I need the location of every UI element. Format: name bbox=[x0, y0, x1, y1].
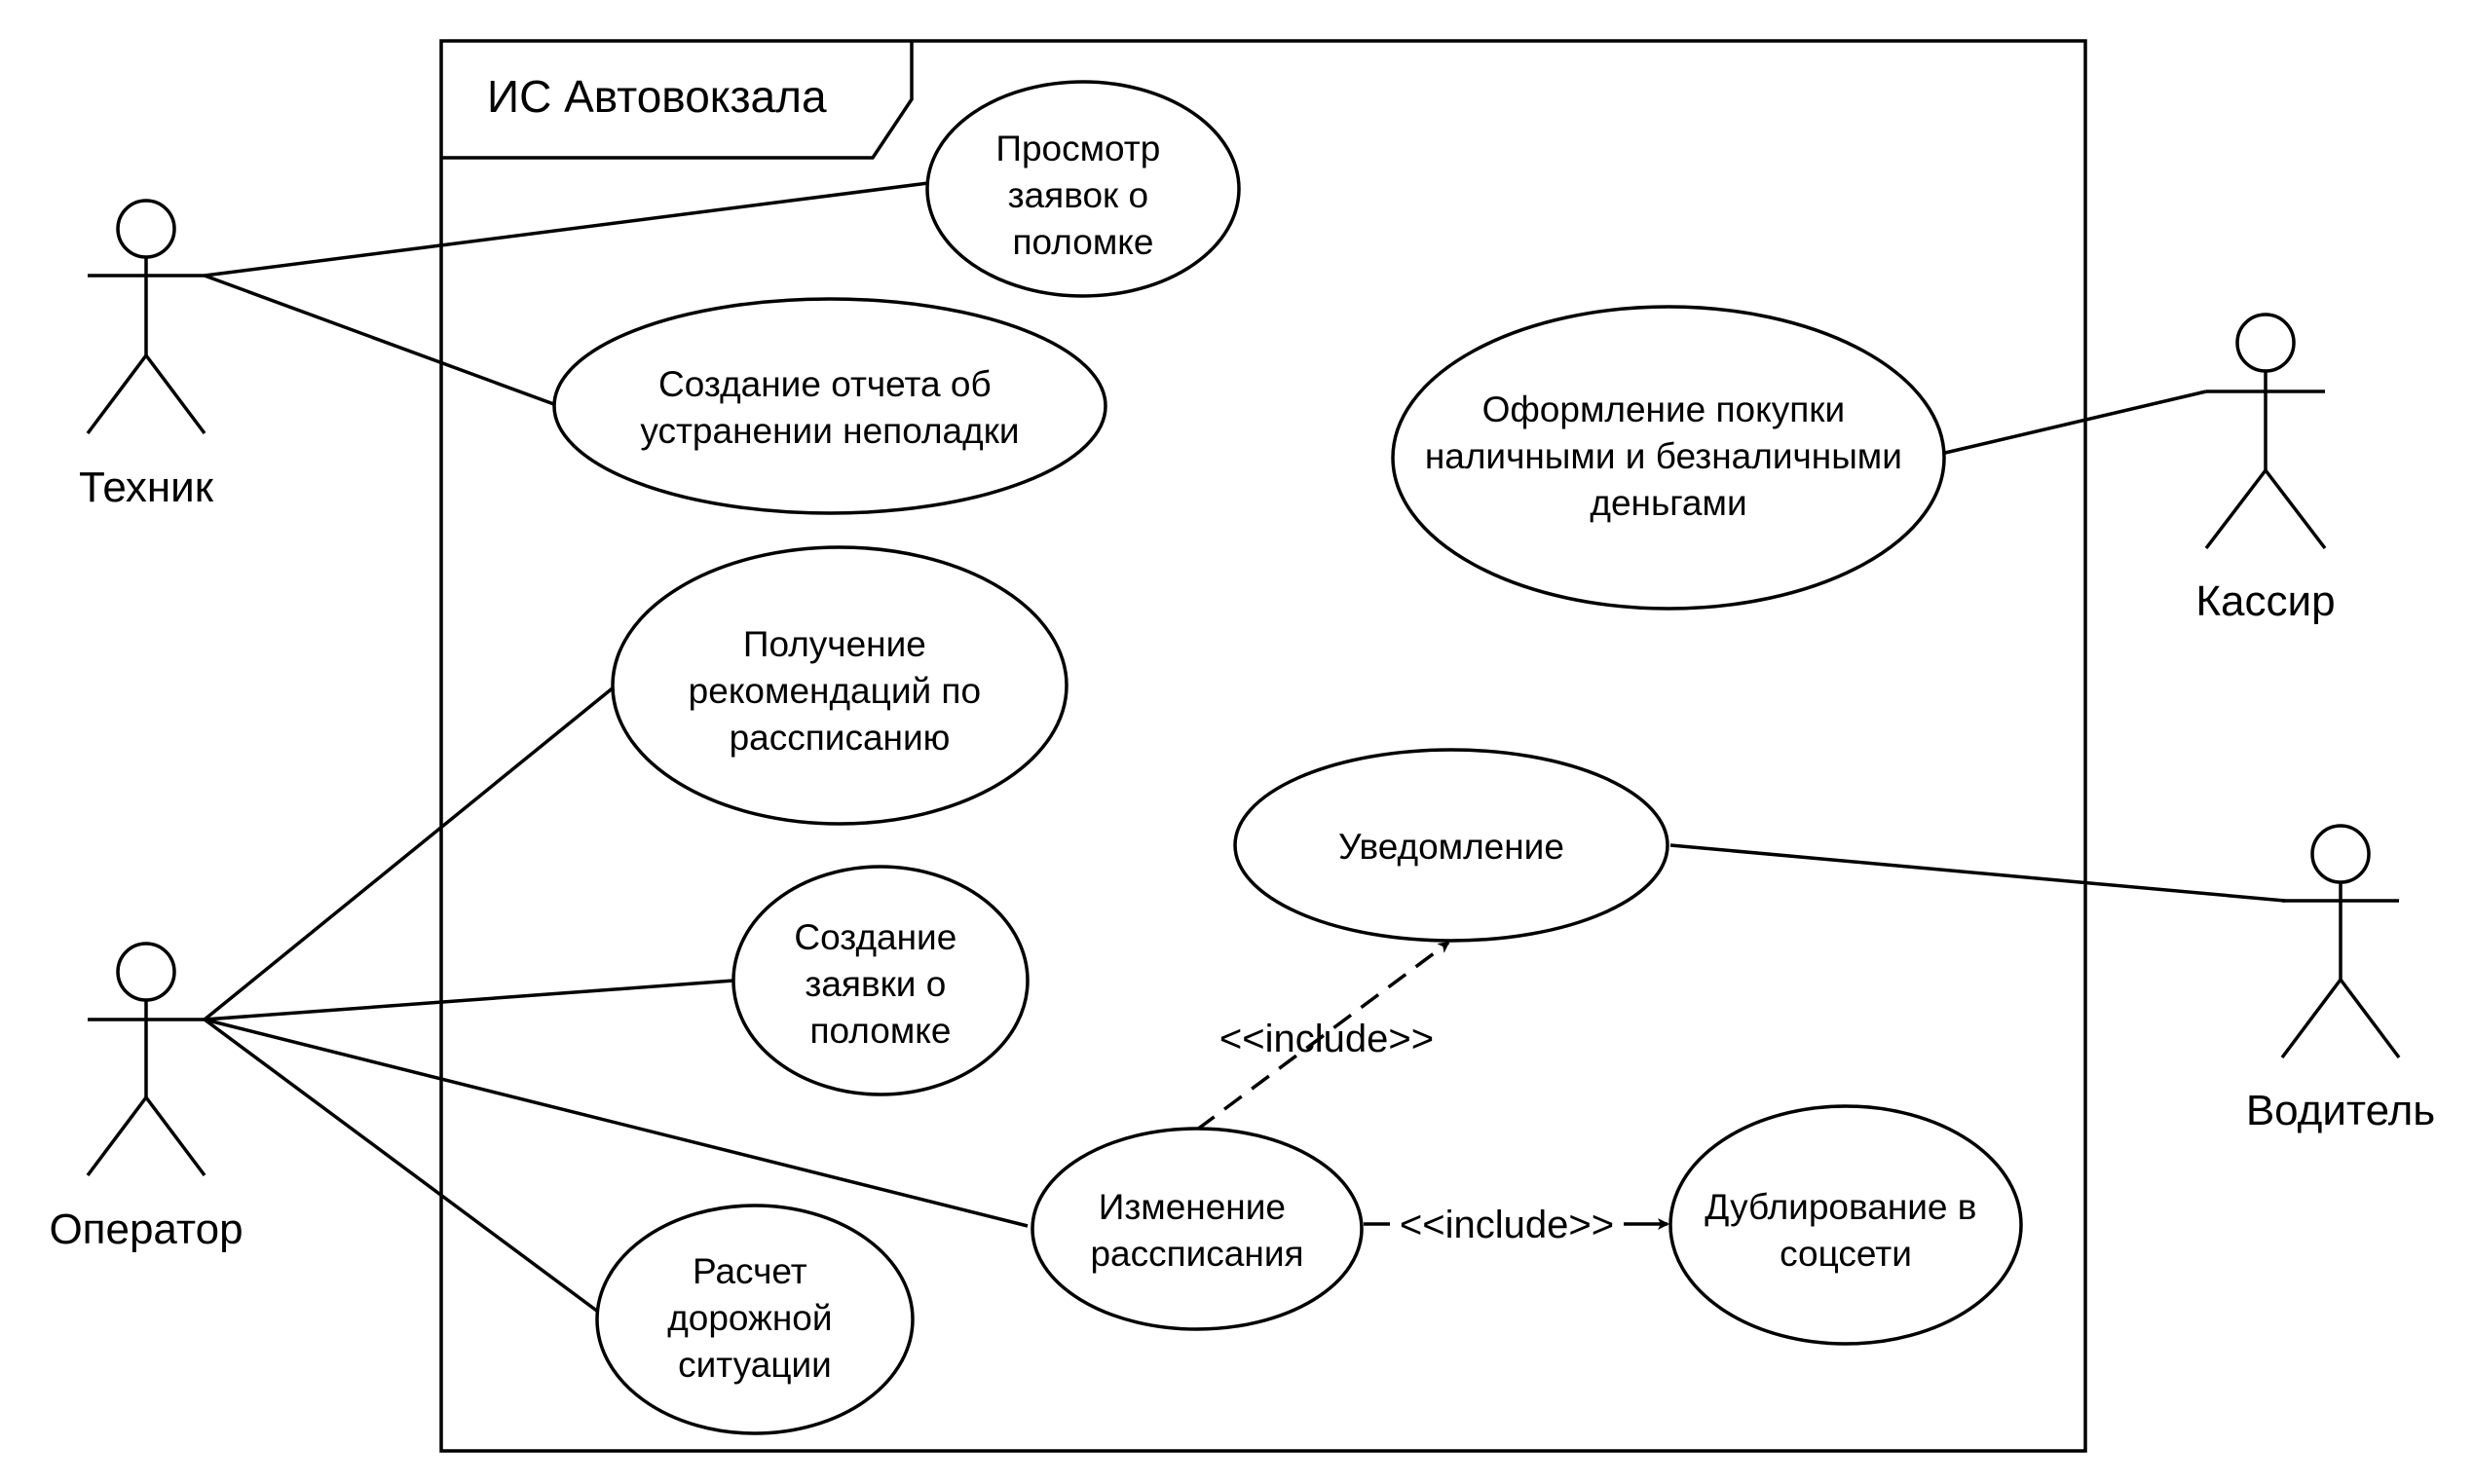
use-case-purchase: Оформление покупки наличными и безналичн… bbox=[1391, 305, 1946, 611]
include-relations: <<include>> <<include>> bbox=[1195, 941, 1669, 1246]
use-case-ellipse bbox=[1031, 1127, 1364, 1331]
system-boundary: ИС Автовокзала bbox=[439, 39, 2087, 1453]
use-case-ellipse bbox=[731, 865, 1030, 1096]
use-case-label: Уведомление bbox=[1338, 827, 1564, 867]
association-tech-view-requests bbox=[204, 181, 929, 278]
use-case-recommendations: Получение рекомендаций по рассписанию bbox=[611, 545, 1068, 826]
stick-figure-icon bbox=[2204, 313, 2327, 550]
associations bbox=[203, 181, 2286, 1314]
use-case-ellipse bbox=[1233, 748, 1669, 943]
use-case-view-requests: Просмотр заявок о поломке bbox=[925, 80, 1241, 298]
include-label-duplicate: <<include>> bbox=[1400, 1204, 1614, 1246]
use-case-label: Расчет дорожной ситуации bbox=[667, 1251, 843, 1385]
use-case-label: Создание отчета об устранении неполадки bbox=[640, 364, 1019, 451]
actor-label: Водитель bbox=[2246, 1087, 2435, 1134]
include-label-notification: <<include>> bbox=[1219, 1018, 1434, 1060]
use-case-ellipse bbox=[1668, 1104, 2023, 1346]
association-operator-create-request bbox=[204, 979, 734, 1021]
use-case-traffic: Расчет дорожной ситуации bbox=[595, 1204, 915, 1435]
actor-operator: Оператор bbox=[49, 942, 244, 1253]
use-case-notification: Уведомление bbox=[1233, 748, 1669, 943]
use-case-duplicate: Дублирование в соцсети bbox=[1668, 1104, 2023, 1346]
system-title: ИС Автовокзала bbox=[487, 71, 827, 122]
actor-label: Кассир bbox=[2195, 577, 2335, 625]
actor-label: Техник bbox=[79, 464, 214, 511]
actor-driver: Водитель bbox=[2246, 824, 2435, 1134]
association-operator-change-schedule bbox=[204, 1018, 1029, 1228]
association-cashier-purchase bbox=[1944, 390, 2207, 455]
use-case-ellipse bbox=[925, 80, 1241, 298]
association-tech-create-report bbox=[204, 274, 560, 408]
use-case-create-report: Создание отчета об устранении неполадки bbox=[552, 297, 1107, 515]
use-case-create-request: Создание заявки о поломке bbox=[731, 865, 1030, 1096]
stick-figure-icon bbox=[2280, 824, 2401, 1059]
use-case-label: Просмотр заявок о поломке bbox=[995, 129, 1170, 262]
actor-cashier: Кассир bbox=[2195, 313, 2336, 625]
include-arrow-notification bbox=[1195, 941, 1450, 1132]
association-operator-traffic bbox=[203, 1018, 600, 1314]
use-case-label: Дублирование в соцсети bbox=[1705, 1187, 1986, 1274]
stick-figure-icon bbox=[86, 199, 206, 435]
use-case-label: Изменение рассписания bbox=[1090, 1187, 1303, 1274]
stick-figure-icon bbox=[86, 942, 206, 1177]
system-title-tab bbox=[441, 41, 914, 160]
system-frame bbox=[439, 39, 2087, 1453]
actor-label: Оператор bbox=[49, 1206, 243, 1253]
use-case-ellipse bbox=[611, 545, 1068, 826]
actor-tech: Техник bbox=[79, 199, 214, 511]
association-operator-recommendations bbox=[203, 685, 617, 1021]
association-driver-notification bbox=[1669, 843, 2286, 903]
use-case-ellipse bbox=[595, 1204, 915, 1435]
use-case-ellipse bbox=[1391, 305, 1946, 611]
use-case-ellipse bbox=[552, 297, 1107, 515]
use-case-change-schedule: Изменение рассписания bbox=[1031, 1127, 1364, 1331]
use-case-label: Создание заявки о поломке bbox=[794, 917, 966, 1051]
use-case-label: Получение рекомендаций по рассписанию bbox=[689, 624, 992, 758]
use-case-label: Оформление покупки наличными и безналичн… bbox=[1425, 390, 1912, 523]
